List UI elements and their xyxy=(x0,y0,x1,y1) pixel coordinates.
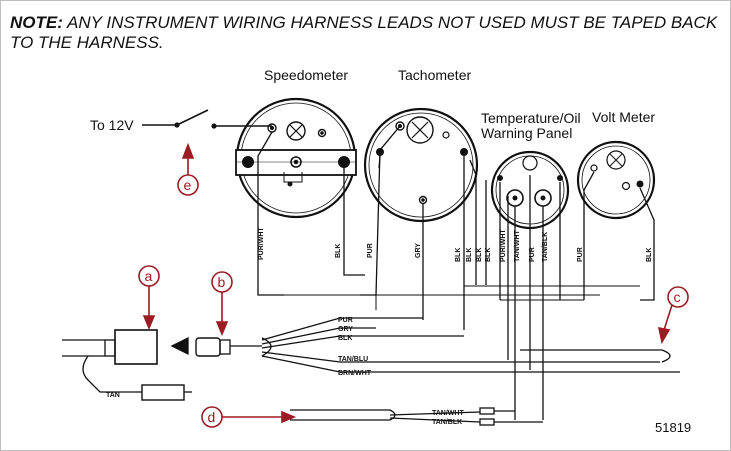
temperature-label-line2: Warning Panel xyxy=(481,125,572,141)
wire-label-pur-harness: PUR xyxy=(338,317,353,324)
wire-label-blk-volt: BLK xyxy=(646,248,653,262)
wire-label-blk-tach-1: BLK xyxy=(455,248,462,262)
wire-label-tan-blk-temp: TAN/BLK xyxy=(542,232,549,262)
wire-label-blk-speedo: BLK xyxy=(335,244,342,258)
to-12v-label: To 12V xyxy=(90,117,134,133)
tachometer-label: Tachometer xyxy=(398,67,471,83)
wire-label-pur-wht-temp: PUR/WHT xyxy=(500,229,507,262)
temperature-label-line1: Temperature/Oil xyxy=(481,110,581,126)
wire-label-blk-tach-2: BLK xyxy=(466,248,473,262)
wire-label-pur-volt: PUR xyxy=(577,247,584,262)
wire-label-tan-lead: TAN xyxy=(106,392,120,399)
wire-label-pur-tach: PUR xyxy=(367,243,374,258)
wire-label-gry-tach: GRY xyxy=(415,243,422,258)
volt-meter-gauge xyxy=(576,140,656,220)
wire-label-tan-wht-lead: TAN/WHT xyxy=(432,410,464,417)
ignition-switch xyxy=(142,109,272,129)
note-prefix: NOTE: xyxy=(10,13,63,32)
note-body: ANY INSTRUMENT WIRING HARNESS LEADS NOT … xyxy=(10,13,718,52)
wire-label-brn-wht-harness: BRN/WHT xyxy=(338,370,372,377)
wire-label-blk-tach-4: BLK xyxy=(485,248,492,262)
tachometer-gauge xyxy=(363,107,479,223)
wire-label-pur-wht-speedo: PUR/WHT xyxy=(258,227,265,260)
speedometer-gauge xyxy=(235,97,357,219)
callout-markers xyxy=(138,142,689,428)
wire-label-blk-tach-3: BLK xyxy=(476,248,483,262)
callout-d: d xyxy=(208,409,216,425)
wire-label-tan-blk-lead: TAN/BLK xyxy=(432,419,462,426)
harness xyxy=(62,317,680,426)
callout-e: e xyxy=(184,177,192,193)
callout-b: b xyxy=(218,274,226,290)
wire-label-tan-wht-temp: TAN/WHT xyxy=(514,230,521,262)
note-text: NOTE: ANY INSTRUMENT WIRING HARNESS LEAD… xyxy=(10,13,725,53)
volt-meter-label: Volt Meter xyxy=(592,109,655,125)
figure-number: 51819 xyxy=(655,420,691,435)
wire-label-tan-blu-harness: TAN/BLU xyxy=(338,356,368,363)
wire-label-blk-harness: BLK xyxy=(338,335,352,342)
speedometer-label: Speedometer xyxy=(264,67,348,83)
gauge-wires xyxy=(257,125,655,420)
wire-label-pur-temp: PUR xyxy=(529,247,536,262)
wire-label-gry-harness: GRY xyxy=(338,326,353,333)
callout-a: a xyxy=(145,268,153,284)
callout-c: c xyxy=(674,289,681,305)
